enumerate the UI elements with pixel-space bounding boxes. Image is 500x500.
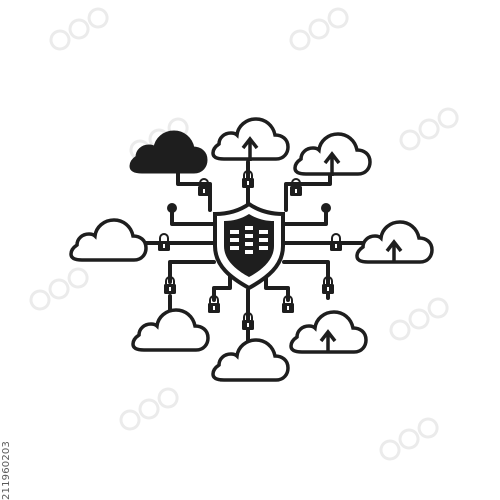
padlock-icon [329,233,343,252]
cloud-filled-icon [129,130,208,174]
wire-end-dots [167,203,331,213]
cloud-upload-icon [211,117,290,161]
cloud-outline-icon [69,218,148,262]
cloud-upload-icon [355,220,434,264]
wire-top-left [176,170,212,212]
wire-right-lower [282,260,330,300]
cloud-outline-icon [211,338,290,382]
padlock-icon [197,178,211,197]
shield-server-icon [213,201,285,291]
cloud-outline-icon [131,308,210,352]
padlock-icon [157,233,171,252]
padlock-icon [289,178,303,197]
wire-bottom-left [212,268,232,302]
wire-left-upper [170,206,216,226]
wire-right-upper [282,206,328,226]
wire-top-right [284,166,332,212]
stock-image-id: 211960203 [1,440,12,500]
cloud-upload-icon [289,310,368,354]
cloud-upload-icon [293,132,372,176]
wire-left-lower [168,260,216,284]
